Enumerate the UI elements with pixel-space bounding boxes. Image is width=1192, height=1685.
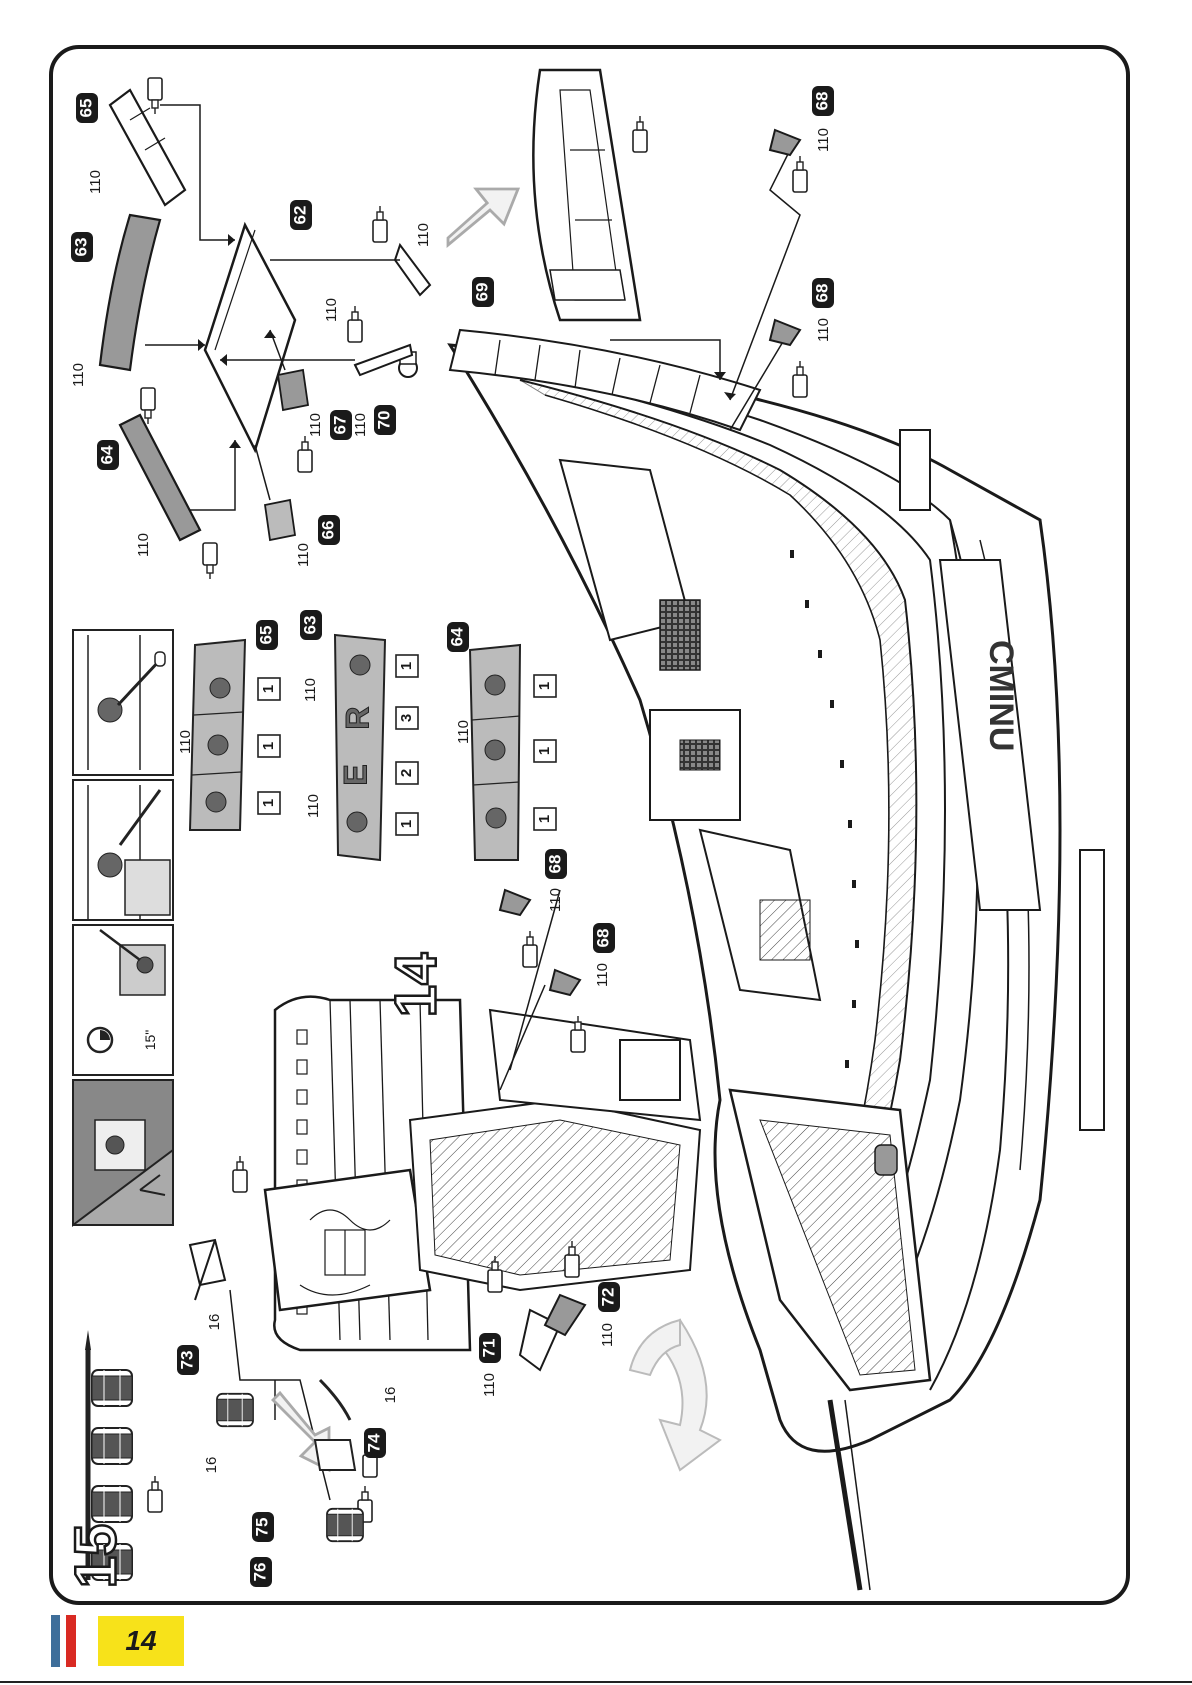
page-number: 14 (98, 1616, 184, 1666)
step-14-number: 14 (383, 953, 448, 1018)
svg-text:1: 1 (536, 747, 553, 755)
bottom-rule (0, 1681, 1192, 1683)
badge-66: 66 (318, 521, 337, 540)
svg-text:110: 110 (415, 223, 432, 247)
svg-text:1: 1 (260, 742, 277, 750)
svg-text:CMINU: CMINU (982, 640, 1020, 751)
svg-text:110: 110 (547, 888, 564, 912)
panel-letter-e: E (337, 764, 373, 785)
svg-text:16: 16 (382, 1387, 399, 1404)
svg-text:110: 110 (352, 413, 369, 437)
svg-text:110: 110 (594, 963, 611, 987)
ship-hull: CMINU (450, 345, 1104, 1590)
badge-69: 69 (472, 283, 491, 302)
svg-text:110: 110 (323, 298, 340, 322)
panel-badge-63: 63 (300, 616, 319, 635)
timer-label: 15" (142, 1030, 158, 1051)
instruction-photos (73, 630, 173, 1225)
svg-text:110: 110 (177, 730, 194, 754)
svg-text:110: 110 (305, 794, 322, 818)
svg-text:110: 110 (815, 128, 832, 152)
svg-text:110: 110 (135, 533, 152, 557)
svg-text:1: 1 (536, 682, 553, 690)
badge-75: 75 (252, 1518, 271, 1537)
svg-text:16: 16 (203, 1457, 220, 1474)
svg-text:110: 110 (815, 318, 832, 342)
svg-text:1: 1 (260, 685, 277, 693)
svg-text:16: 16 (206, 1314, 223, 1331)
svg-text:1: 1 (398, 662, 415, 670)
svg-text:110: 110 (295, 543, 312, 567)
badge-63: 63 (71, 238, 90, 257)
sticker-panels (190, 635, 556, 860)
badge-68-d: 68 (593, 929, 612, 948)
badge-74: 74 (364, 1433, 383, 1452)
svg-text:110: 110 (70, 363, 87, 387)
badge-73: 73 (177, 1351, 196, 1370)
badge-67: 67 (330, 416, 349, 435)
panel-badge-65: 65 (256, 626, 275, 645)
upper-deck-piece (533, 70, 640, 320)
svg-text:2: 2 (398, 769, 415, 777)
svg-text:110: 110 (481, 1373, 498, 1397)
footer-stripe-red (66, 1615, 76, 1667)
step-15-number: 15 (63, 1524, 128, 1589)
panel-letter-r: R (339, 706, 375, 729)
badge-71: 71 (479, 1339, 498, 1358)
direction-arrow-icon (448, 189, 518, 245)
panel-badge-64: 64 (447, 627, 466, 646)
svg-text:110: 110 (302, 678, 319, 702)
badge-72: 72 (598, 1288, 617, 1307)
badge-76: 76 (250, 1563, 269, 1582)
footer-stripe-blue (51, 1615, 60, 1667)
svg-text:110: 110 (87, 170, 104, 194)
svg-text:1: 1 (260, 799, 277, 807)
badge-65: 65 (76, 99, 95, 118)
badge-64: 64 (97, 445, 116, 464)
badge-62: 62 (290, 206, 309, 225)
badge-68-a: 68 (812, 92, 831, 111)
stern-gallery (265, 997, 700, 1350)
badge-68-b: 68 (812, 284, 831, 303)
badge-68-c: 68 (545, 855, 564, 874)
svg-text:110: 110 (307, 413, 324, 437)
svg-text:1: 1 (536, 815, 553, 823)
svg-text:1: 1 (398, 820, 415, 828)
svg-text:3: 3 (398, 714, 415, 722)
svg-text:110: 110 (599, 1323, 616, 1347)
svg-text:110: 110 (455, 720, 472, 744)
badge-70: 70 (374, 411, 393, 430)
